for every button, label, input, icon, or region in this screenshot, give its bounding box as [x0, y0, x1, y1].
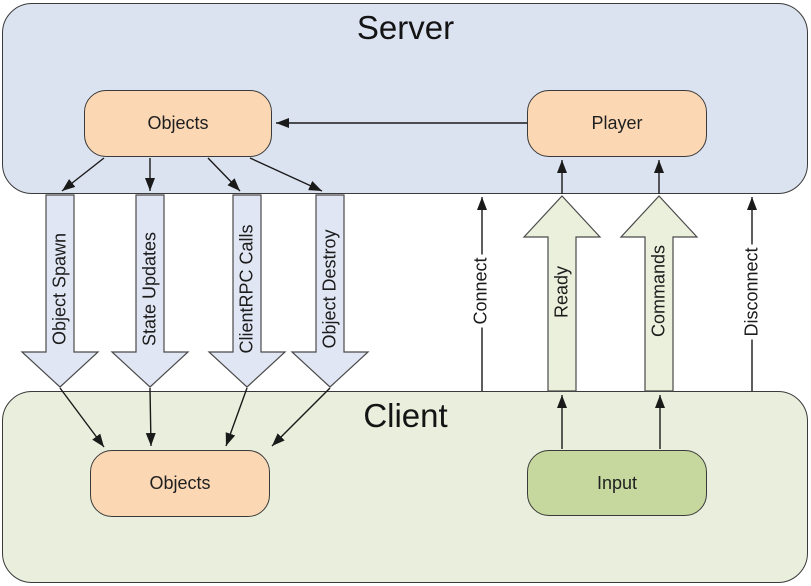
label-disconnect: Disconnect [741, 244, 763, 340]
arrow-destroy-to-client-objects [271, 387, 331, 447]
block-arrow-clientrpc-calls [207, 194, 287, 388]
server-player-label: Player [591, 113, 643, 133]
client-objects-label: Objects [149, 473, 211, 493]
label-clientrpc-calls: ClientRPC Calls [236, 224, 257, 354]
client-input-node: Input [527, 450, 707, 516]
label-commands: Commands [648, 244, 669, 338]
arrow-updates-to-client-objects [145, 387, 156, 447]
block-arrow-state-updates [110, 194, 190, 388]
label-connect: Connect [470, 254, 492, 328]
label-object-spawn: Object Spawn [49, 232, 70, 346]
label-state-updates: State Updates [139, 231, 160, 347]
arrow-objects-to-rpc [207, 157, 241, 192]
server-player-node: Player [527, 90, 707, 157]
block-arrow-ready [522, 195, 602, 392]
arrow-objects-to-spawn [61, 157, 105, 192]
label-ready: Ready [551, 265, 572, 319]
arrow-objects-to-destroy [249, 157, 323, 192]
block-arrow-commands [619, 195, 699, 392]
server-objects-node: Objects [84, 90, 272, 157]
arrow-spawn-to-client-objects [59, 387, 105, 448]
client-objects-node: Objects [90, 450, 270, 517]
label-object-destroy: Object Destroy [319, 229, 340, 349]
block-arrow-object-destroy [290, 194, 370, 388]
server-objects-label: Objects [147, 113, 209, 133]
block-arrow-object-spawn [20, 194, 100, 388]
client-input-label: Input [596, 472, 638, 493]
arrow-rpc-to-client-objects [225, 387, 248, 447]
